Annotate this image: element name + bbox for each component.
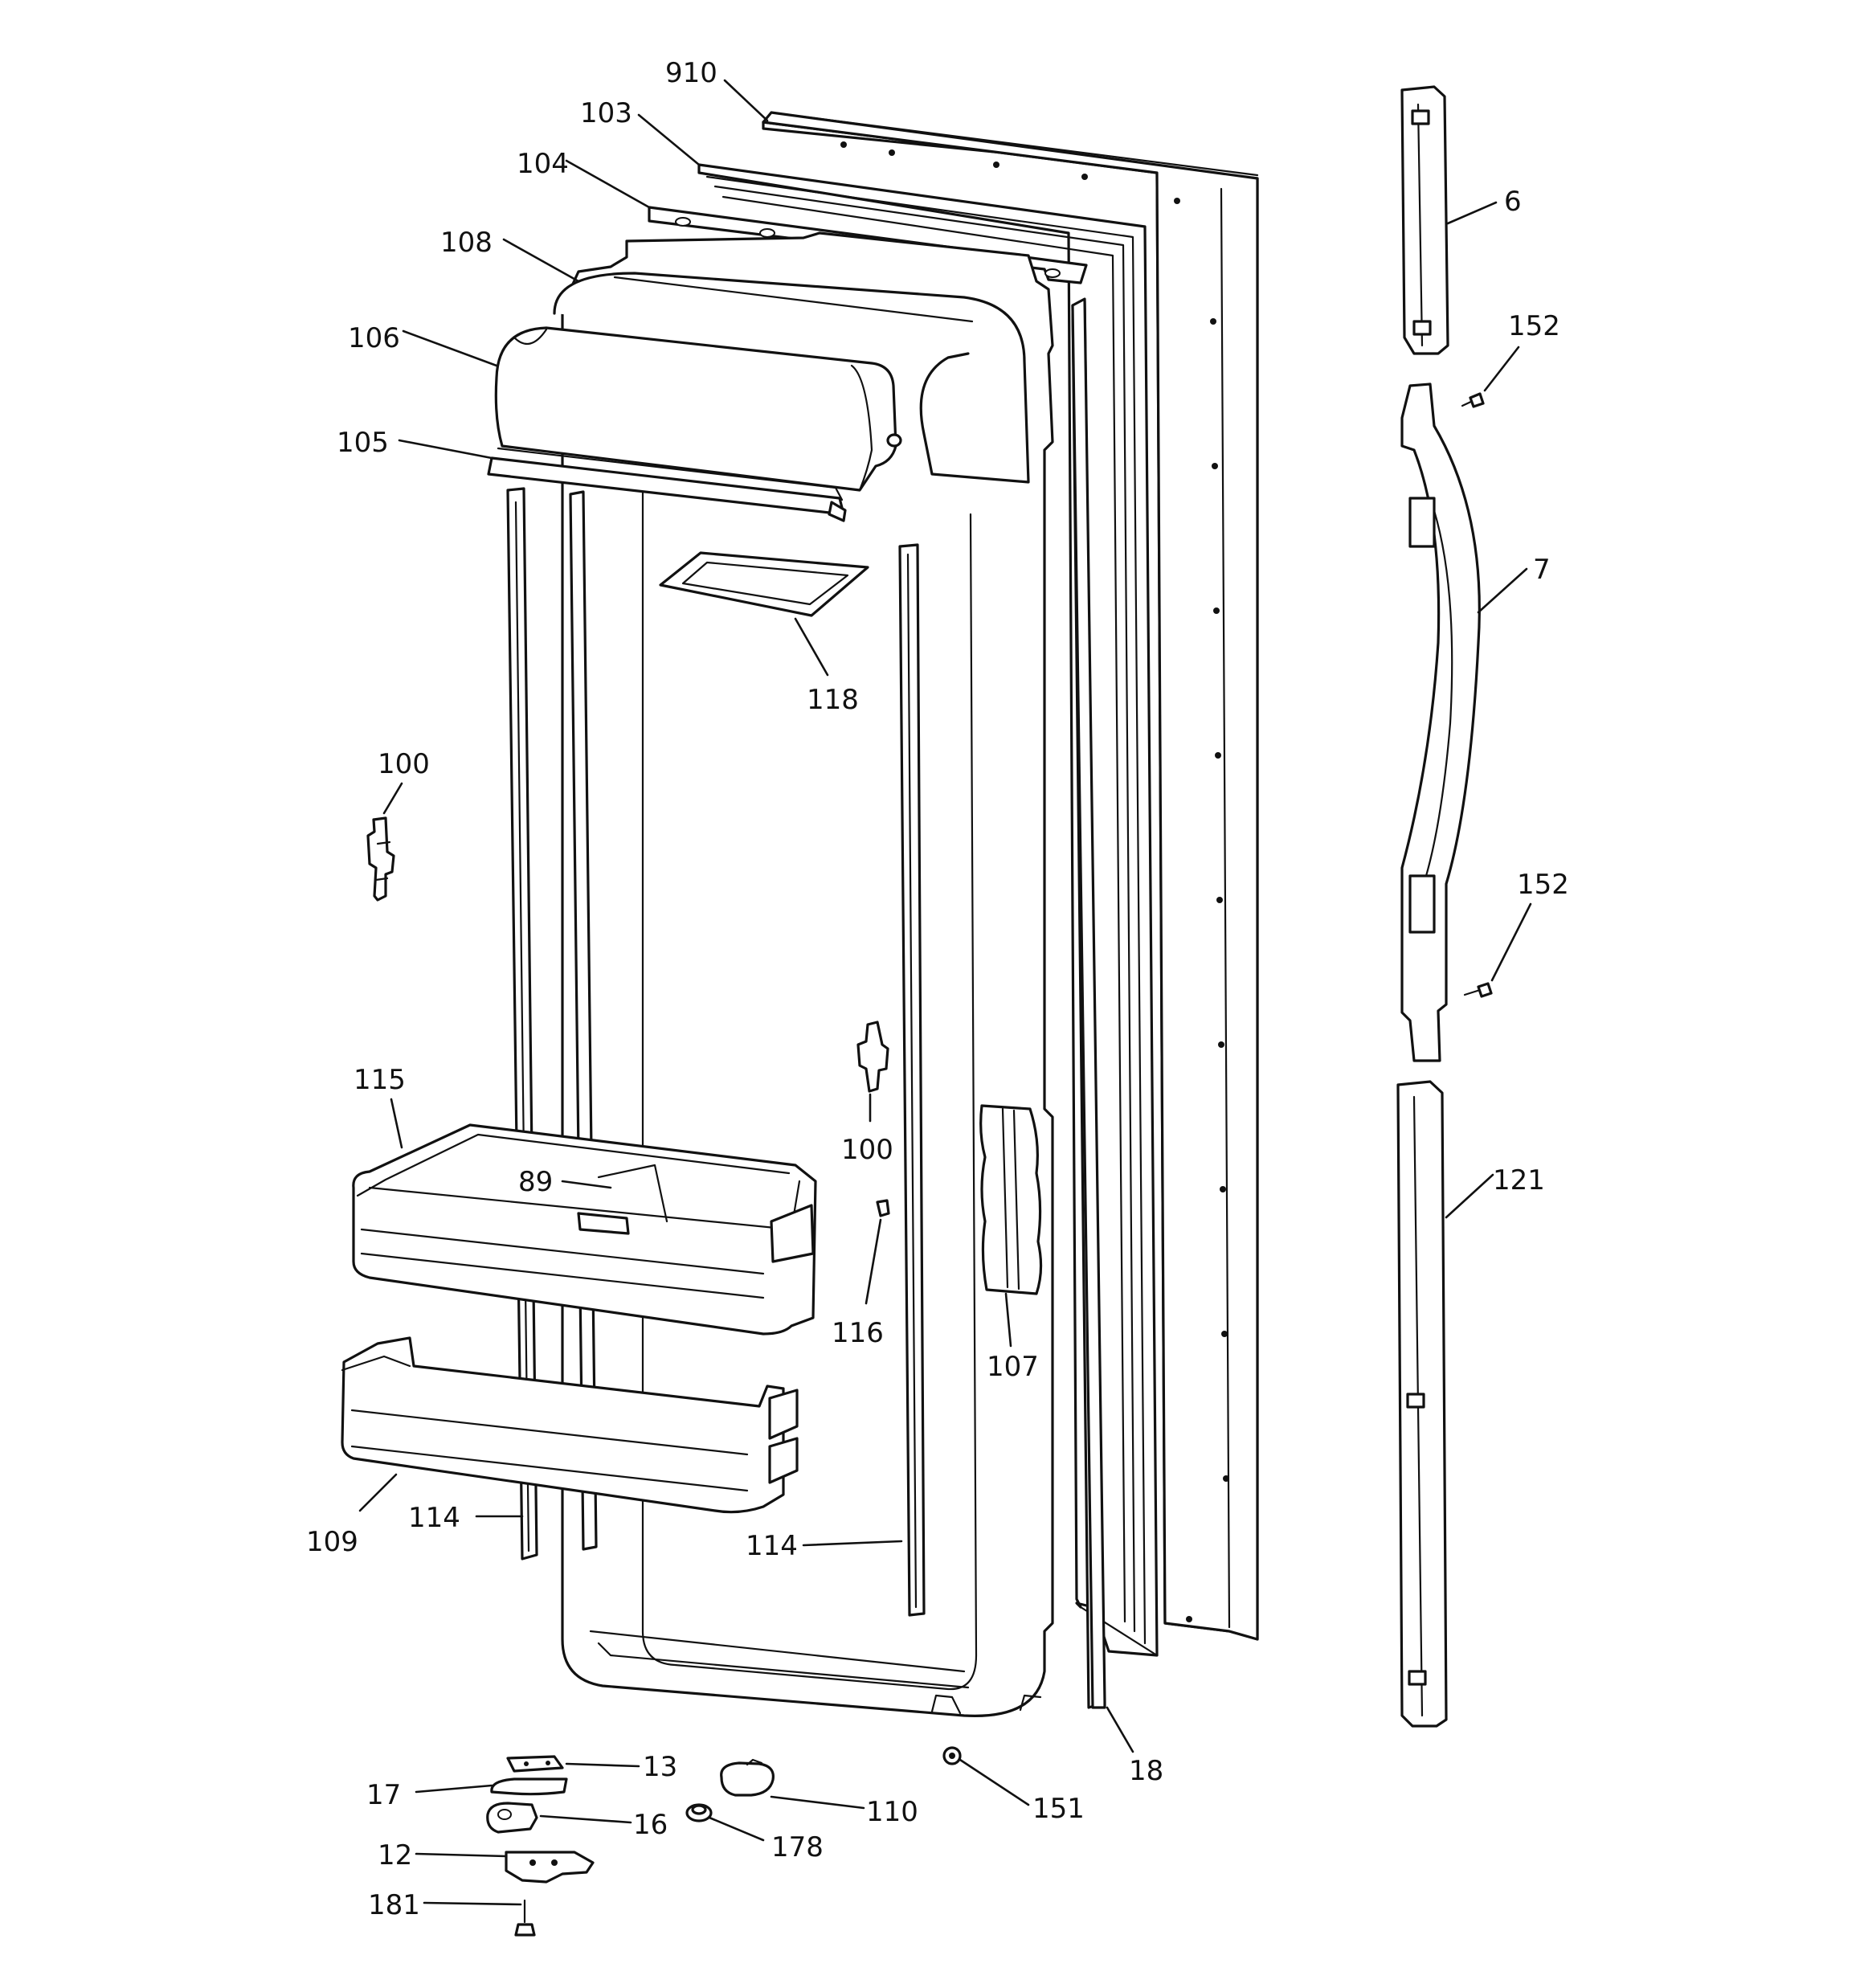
callout-106: 106 (348, 322, 400, 354)
cover-trim-strip (487, 447, 847, 522)
callout-109: 109 (306, 1526, 358, 1558)
callout-6: 6 (1504, 186, 1522, 218)
callout-7: 7 (1533, 554, 1551, 586)
callout-118: 118 (807, 684, 859, 716)
callout-13: 13 (643, 1751, 677, 1783)
callout-104: 104 (517, 148, 569, 180)
callout-151: 151 (1032, 1793, 1085, 1825)
door-bin-lower (341, 1336, 799, 1514)
callout-114-left: 114 (408, 1502, 460, 1534)
hinge-cover (720, 1758, 775, 1797)
leader-lines (358, 79, 1532, 1906)
hinge-side-strip (1071, 297, 1106, 1709)
door-stop-screw (942, 1746, 962, 1765)
callout-121: 121 (1493, 1164, 1545, 1196)
callout-18: 18 (1129, 1755, 1163, 1787)
callout-114-center: 114 (746, 1530, 798, 1562)
door-handle (1400, 382, 1481, 1062)
hinge-screw (514, 1899, 536, 1937)
callout-17: 17 (366, 1779, 401, 1811)
callout-152-lower: 152 (1517, 869, 1569, 901)
callout-12: 12 (378, 1839, 412, 1871)
hinge-bracket (505, 1851, 595, 1884)
handle-cap-lower (1396, 1080, 1448, 1728)
handle-cap-upper (1400, 85, 1449, 355)
door-outer-panel (762, 111, 1259, 1641)
door-panel-screw-holes (840, 141, 1229, 1622)
callout-107: 107 (987, 1351, 1039, 1383)
door-bin-upper (352, 1123, 817, 1336)
callout-152-upper: 152 (1508, 310, 1560, 342)
hinge-shim (506, 1755, 564, 1773)
shelf-rail-center (898, 543, 926, 1617)
shelf-clip-loose (366, 816, 395, 902)
shelf-clip-mounted (856, 1021, 889, 1093)
callout-105: 105 (337, 427, 389, 459)
door-gasket (697, 163, 1159, 1657)
hinge-grommet (685, 1803, 713, 1822)
callout-178: 178 (771, 1831, 824, 1863)
callout-116: 116 (832, 1317, 884, 1349)
callout-115: 115 (354, 1064, 406, 1096)
callout-103: 103 (580, 97, 632, 129)
handle-screw-upper (1461, 392, 1485, 408)
callout-108: 108 (440, 227, 493, 259)
callout-89: 89 (518, 1166, 553, 1198)
callout-910: 910 (665, 57, 717, 89)
handle-screw-lower (1463, 982, 1493, 998)
hinge-pin-bracket (486, 1802, 538, 1834)
callout-110: 110 (866, 1796, 918, 1828)
hinge-bushing-clip (490, 1777, 568, 1796)
callout-labels: 910 103 104 108 106 105 118 100 100 115 … (306, 57, 1569, 1921)
door-wire-channel (979, 1104, 1043, 1295)
dairy-compartment-cover (494, 326, 902, 492)
callout-16: 16 (633, 1809, 668, 1841)
callout-100-center: 100 (841, 1134, 893, 1166)
callout-181: 181 (368, 1889, 420, 1921)
callout-100-left: 100 (378, 748, 430, 780)
door-inner-liner (553, 231, 1054, 1717)
butter-tray (659, 551, 869, 617)
rail-end-cap (876, 1199, 890, 1217)
